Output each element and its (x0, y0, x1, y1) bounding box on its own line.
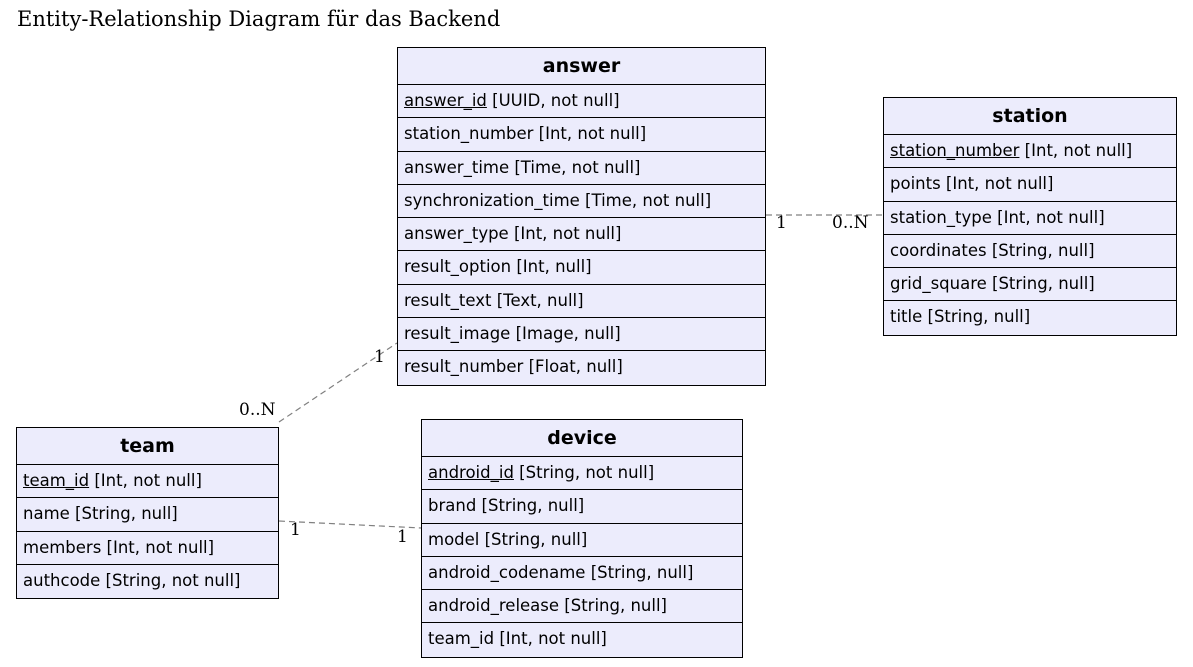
mult-team-device-from: 1 (290, 520, 301, 540)
attribute-row: answer_id [UUID, not null] (398, 85, 765, 119)
attribute-row: title [String, null] (884, 301, 1176, 334)
attribute-label: [String, not null] (513, 463, 655, 482)
attribute-label: team_id [Int, not null] (428, 629, 607, 649)
entity-team: team team_id [Int, not null] name [String… (16, 427, 279, 600)
entity-header: station (884, 98, 1176, 135)
attribute-label: title [String, null] (890, 307, 1031, 327)
attribute-label: points [Int, not null] (890, 174, 1054, 194)
attribute-label: name [String, null] (23, 504, 178, 524)
attribute-row: members [Int, not null] (17, 532, 278, 565)
attribute-label: authcode [String, not null] (23, 570, 241, 590)
attribute-label: synchronization_time [Time, not null] (404, 190, 712, 210)
answer-team-line (278, 342, 398, 423)
attribute-row: android_codename [String, null] (422, 557, 742, 591)
attribute-row: answer_time [Time, not null] (398, 152, 765, 185)
mult-answer-station-to: 0..N (832, 213, 869, 233)
attribute-row: result_option [Int, null] (398, 251, 765, 285)
mult-answer-team-to: 0..N (239, 400, 276, 420)
primary-key-label: station_number (890, 141, 1020, 160)
attribute-label: model [String, null] (428, 529, 588, 549)
attribute-row: team_id [Int, not null] (422, 623, 742, 656)
mult-team-device-to: 1 (397, 527, 408, 547)
attribute-row: team_id [Int, not null] (17, 465, 278, 499)
mult-answer-team-from: 1 (374, 347, 385, 367)
attribute-label: members [Int, not null] (23, 537, 215, 557)
primary-key-label: team_id (23, 471, 90, 490)
attribute-label: android_release [String, null] (428, 596, 667, 616)
attribute-label: result_image [Image, null] (404, 324, 621, 344)
mult-answer-station-from: 1 (776, 213, 787, 233)
entity-header: team (17, 428, 278, 465)
attribute-row: station_type [Int, not null] (884, 202, 1176, 235)
attribute-row: result_number [Float, null] (398, 351, 765, 384)
attribute-row: synchronization_time [Time, not null] (398, 185, 765, 219)
attribute-label: grid_square [String, null] (890, 274, 1095, 294)
entity-header: device (422, 420, 742, 457)
team-device-line (278, 520, 422, 529)
attribute-label: result_option [Int, null] (404, 257, 592, 277)
entity-device: device android_id [String, not null] bran… (421, 419, 743, 658)
attribute-row: android_id [String, not null] (422, 457, 742, 491)
attribute-row: grid_square [String, null] (884, 268, 1176, 302)
attribute-row: points [Int, not null] (884, 168, 1176, 202)
attribute-row: coordinates [String, null] (884, 235, 1176, 269)
primary-key-label: android_id (428, 463, 514, 482)
diagram-title: Entity-Relationship Diagram für das Back… (17, 7, 501, 31)
attribute-label: android_codename [String, null] (428, 562, 694, 582)
attribute-row: answer_type [Int, not null] (398, 218, 765, 252)
entity-header: answer (398, 48, 765, 85)
entity-answer: answer answer_id [UUID, not null] station… (397, 47, 766, 386)
attribute-row: brand [String, null] (422, 490, 742, 524)
attribute-row: android_release [String, null] (422, 590, 742, 624)
entity-station: station station_number [Int, not null] po… (883, 97, 1177, 336)
attribute-row: result_text [Text, null] (398, 285, 765, 319)
attribute-label: [Int, not null] (89, 471, 202, 490)
primary-key-label: answer_id (404, 91, 487, 110)
attribute-label: brand [String, null] (428, 496, 585, 516)
attribute-label: answer_time [Time, not null] (404, 157, 641, 177)
attribute-label: coordinates [String, null] (890, 240, 1095, 260)
attribute-row: model [String, null] (422, 524, 742, 557)
attribute-label: result_number [Float, null] (404, 357, 623, 377)
attribute-row: result_image [Image, null] (398, 318, 765, 352)
attribute-row: station_number [Int, not null] (884, 135, 1176, 169)
attribute-label: answer_type [Int, not null] (404, 224, 622, 244)
attribute-row: authcode [String, not null] (17, 565, 278, 598)
attribute-label: result_text [Text, null] (404, 290, 584, 310)
attribute-label: station_type [Int, not null] (890, 207, 1105, 227)
attribute-label: [UUID, not null] (486, 91, 620, 110)
attribute-label: station_number [Int, not null] (404, 124, 647, 144)
attribute-row: station_number [Int, not null] (398, 118, 765, 152)
attribute-label: [Int, not null] (1019, 141, 1133, 160)
attribute-row: name [String, null] (17, 498, 278, 532)
